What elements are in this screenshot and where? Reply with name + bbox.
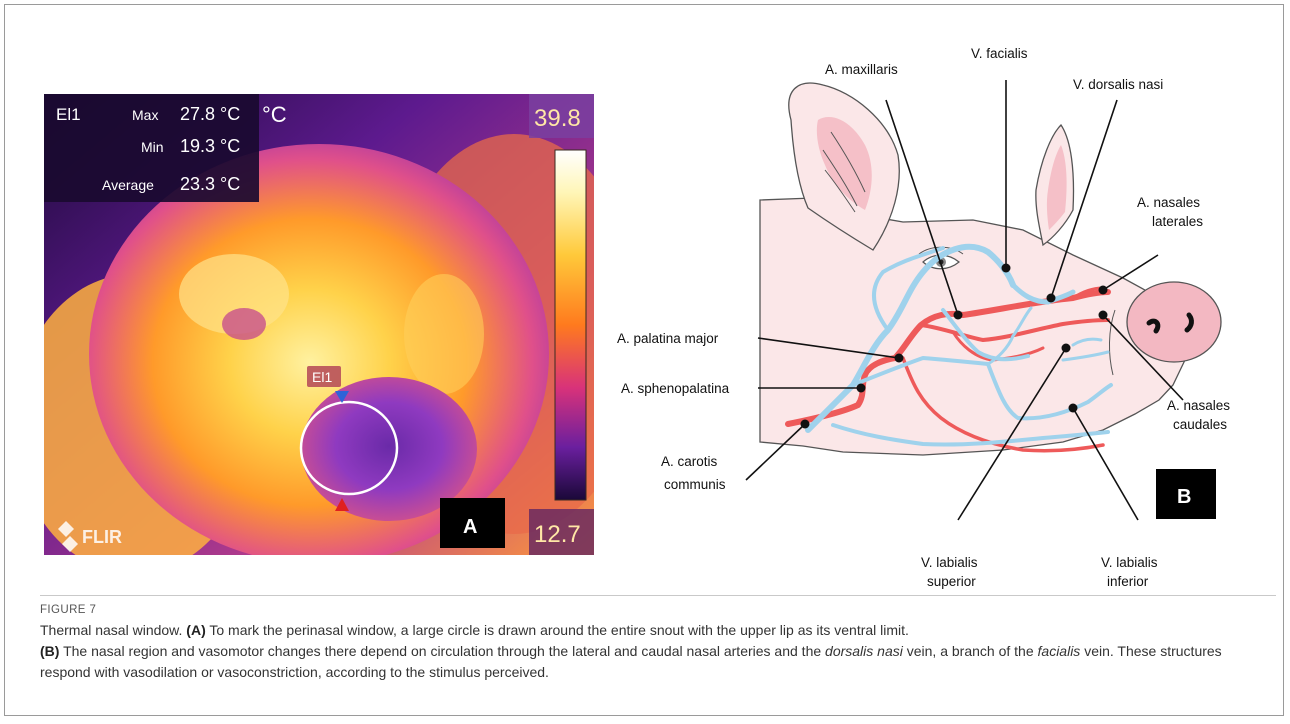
figure-label: FIGURE 7: [40, 604, 96, 616]
label-v-dorsalis-nasi: V. dorsalis nasi: [1073, 77, 1163, 92]
pig-vascular-diagram: A. maxillaris V. facialis V. dorsalis na…: [603, 40, 1271, 600]
max-label: Max: [132, 107, 158, 123]
scale-max: 39.8: [534, 105, 581, 132]
caption-b-text-2: vein, a branch of the: [907, 643, 1034, 659]
thermal-image-panel: El1 Max 27.8 °C °C Min 19.3 °C Average 2…: [44, 94, 594, 555]
label-a-nasales-laterales-2: laterales: [1152, 214, 1203, 229]
temperature-scale-bar: [555, 150, 586, 500]
label-a-nasales-caudales-2: caudales: [1173, 417, 1227, 432]
min-label: Min: [141, 139, 164, 155]
caption-a-text: To mark the perinasal window, a large ci…: [209, 622, 909, 638]
min-value: 19.3 °C: [180, 136, 240, 156]
anatomy-diagram-panel: A. maxillaris V. facialis V. dorsalis na…: [603, 40, 1271, 600]
unit-label: °C: [262, 102, 287, 127]
caption-a-tag: (A): [186, 622, 205, 638]
label-a-nasales-laterales-1: A. nasales: [1137, 195, 1200, 210]
label-a-sphenopalatina: A. sphenopalatina: [621, 381, 730, 396]
figure-caption: Thermal nasal window. (A) To mark the pe…: [40, 620, 1270, 683]
label-a-palatina-major: A. palatina major: [617, 331, 719, 346]
max-value: 27.8 °C: [180, 104, 240, 124]
label-a-carotis-1: A. carotis: [661, 454, 718, 469]
label-a-carotis-2: communis: [664, 477, 726, 492]
caption-divider: [40, 595, 1276, 596]
scale-min: 12.7: [534, 521, 581, 548]
caption-b-text-1: The nasal region and vasomotor changes t…: [63, 643, 821, 659]
label-v-facialis: V. facialis: [971, 46, 1028, 61]
avg-label: Average: [102, 177, 154, 193]
snout: [1127, 282, 1221, 362]
label-v-labialis-inf-1: V. labialis: [1101, 555, 1158, 570]
roi-name: El1: [56, 105, 81, 124]
label-a-nasales-caudales-1: A. nasales: [1167, 398, 1230, 413]
panel-b-label: B: [1177, 486, 1191, 508]
caption-b-em-2: facialis: [1038, 643, 1081, 659]
caption-title: Thermal nasal window.: [40, 622, 182, 638]
caption-b-em-1: dorsalis nasi: [825, 643, 903, 659]
label-v-labialis-inf-2: inferior: [1107, 574, 1149, 589]
roi-marker-label: El1: [312, 369, 332, 385]
label-v-labialis-sup-1: V. labialis: [921, 555, 978, 570]
pig-head: [760, 83, 1221, 455]
avg-value: 23.3 °C: [180, 174, 240, 194]
label-a-maxillaris: A. maxillaris: [825, 62, 898, 77]
panel-a-label: A: [463, 516, 477, 538]
svg-text:FLIR: FLIR: [82, 527, 122, 547]
thermal-image: El1 Max 27.8 °C °C Min 19.3 °C Average 2…: [44, 94, 594, 555]
caption-b-tag: (B): [40, 643, 59, 659]
label-v-labialis-sup-2: superior: [927, 574, 976, 589]
